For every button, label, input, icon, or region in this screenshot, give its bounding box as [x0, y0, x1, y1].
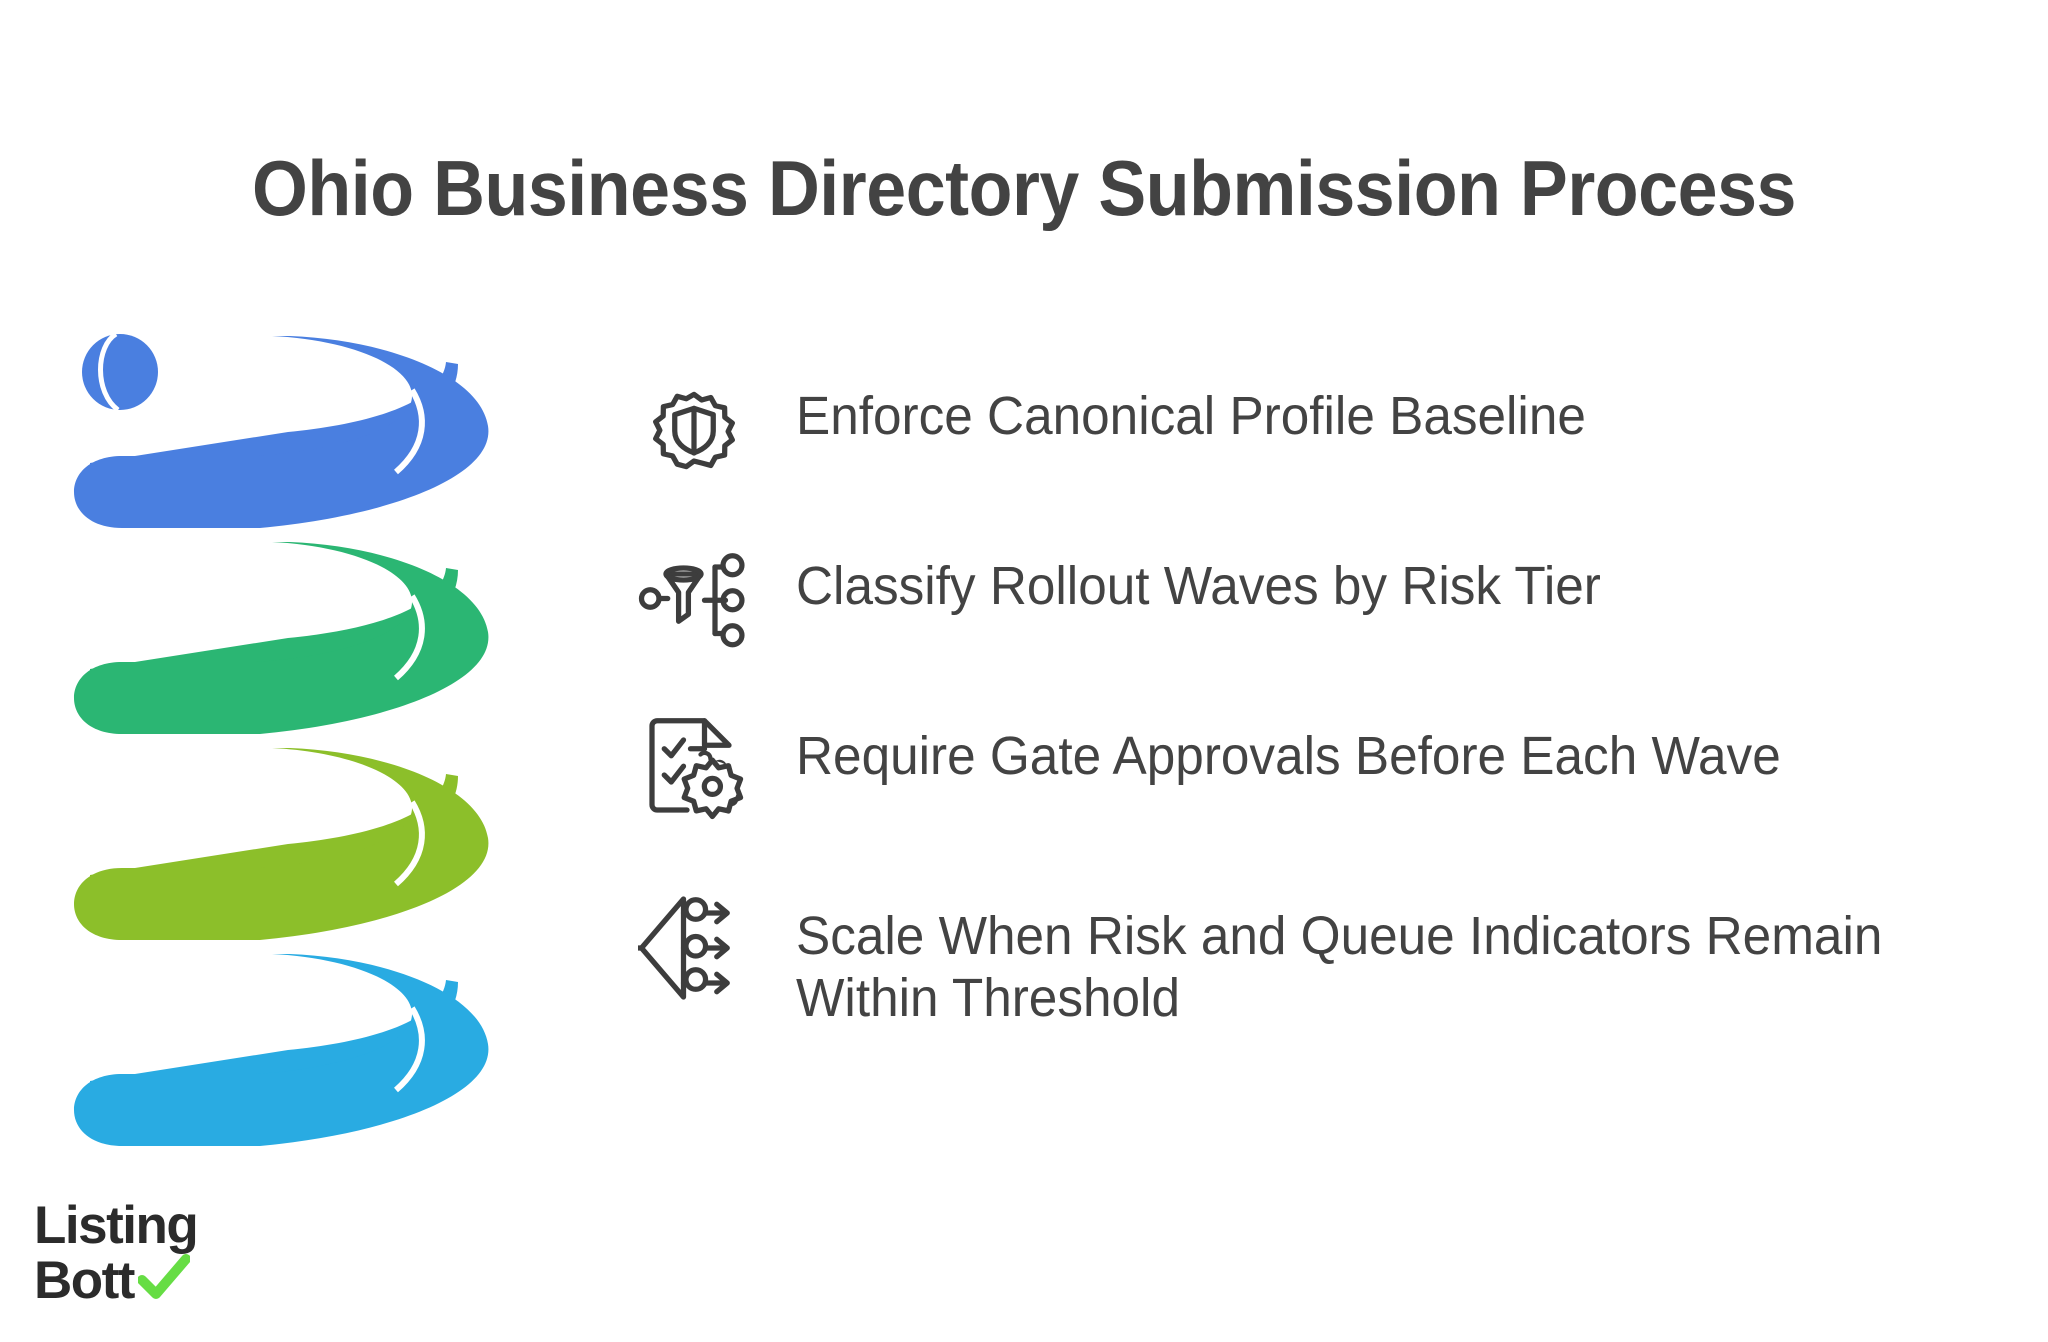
- process-step-label: Enforce Canonical Profile Baseline: [796, 386, 1586, 446]
- gear-shield-icon: [630, 376, 758, 488]
- checklist-document-gear-icon: [630, 712, 758, 824]
- page-title: Ohio Business Directory Submission Proce…: [252, 144, 1796, 232]
- scale-out-arrows-icon: [630, 892, 758, 1004]
- process-step: Classify Rollout Waves by Risk Tier: [630, 542, 2010, 692]
- funnel-branch-nodes-icon: [630, 546, 758, 658]
- spiral-coil-blue: [74, 331, 489, 528]
- green-checkmark-icon: [136, 1254, 191, 1305]
- spiral-graphic: [60, 330, 530, 1200]
- spiral-coil-cyan: [74, 954, 489, 1146]
- logo-word-listing: Listing: [34, 1196, 199, 1255]
- process-step-label: Scale When Risk and Queue Indicators Rem…: [796, 906, 1883, 1028]
- logo-word-bott: Bott: [34, 1251, 135, 1310]
- process-step-list: Enforce Canonical Profile Baseline: [630, 372, 2010, 1052]
- process-step-label: Require Gate Approvals Before Each Wave: [796, 726, 1781, 786]
- spiral-coil-lime: [74, 748, 489, 940]
- spiral-coil-green: [74, 542, 489, 734]
- process-step: Enforce Canonical Profile Baseline: [630, 372, 2010, 522]
- process-step: Scale When Risk and Queue Indicators Rem…: [630, 892, 2010, 1052]
- listingbott-logo[interactable]: Listing Bott: [34, 1199, 284, 1314]
- process-step-label: Classify Rollout Waves by Risk Tier: [796, 556, 1601, 616]
- process-step: Require Gate Approvals Before Each Wave: [630, 712, 2010, 872]
